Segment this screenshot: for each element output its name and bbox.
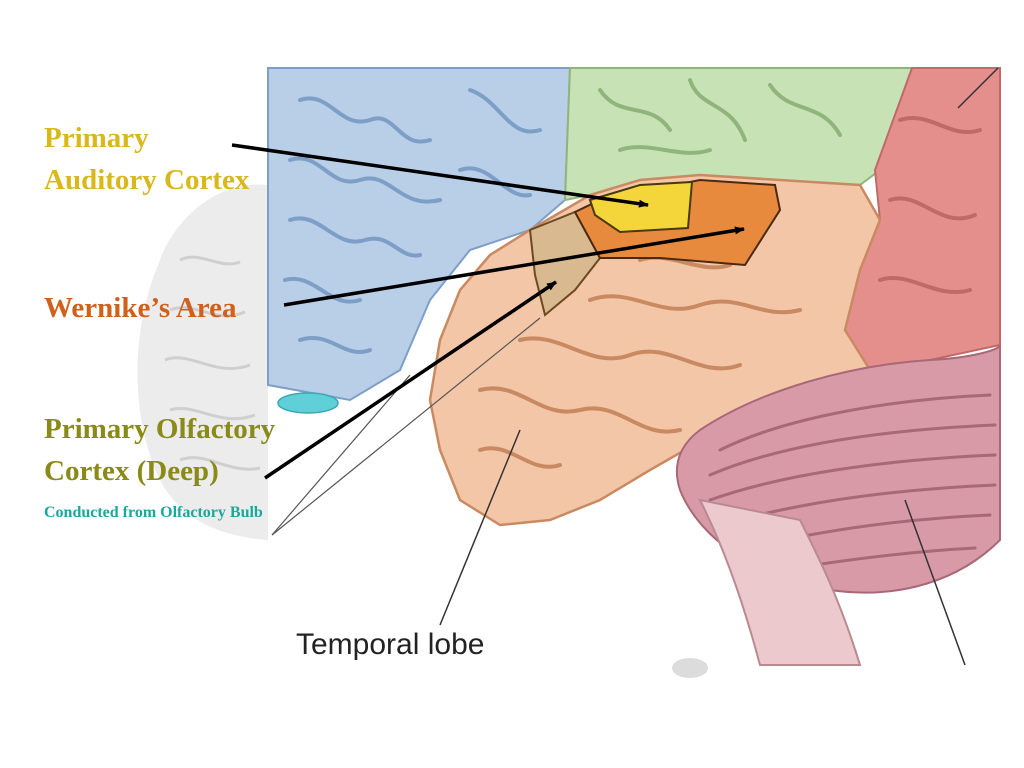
olfactory-cortex-arrow [264, 280, 557, 480]
wernickes-area-label: Wernike’s Area [44, 292, 237, 324]
olfactory-label-line-2: Cortex (Deep) [44, 455, 219, 487]
temporal-lobe-label: Temporal lobe [296, 628, 485, 661]
parietal-lobe-gyri [598, 78, 842, 155]
wernickes-area-arrow [283, 226, 745, 307]
thin-pointer-line-1 [271, 374, 411, 536]
primary-auditory-cortex-label: Primary Auditory Cortex [44, 117, 249, 201]
olfactory-bulb-caption: Conducted from Olfactory Bulb [44, 504, 263, 521]
cerebellum-pointer-line [904, 499, 966, 666]
occipital-pointer-line [957, 67, 999, 109]
temporal-lobe-pointer-line [439, 429, 521, 626]
auditory-cortex-arrow [231, 143, 649, 208]
olfactory-label-line-1: Primary Olfactory [44, 413, 276, 445]
temporal-lobe-gyri [478, 255, 802, 469]
frontal-lobe-gyri [283, 88, 542, 354]
auditory-label-line-2: Auditory Cortex [44, 164, 250, 196]
faded-background-brain [137, 184, 708, 678]
occipital-lobe-gyri [878, 116, 982, 294]
thin-pointer-line-2 [271, 317, 541, 536]
primary-olfactory-cortex-label: Primary Olfactory Cortex (Deep) [44, 408, 275, 492]
auditory-label-line-1: Primary [44, 122, 149, 154]
olfactory-bulb [277, 392, 339, 414]
brainstem [698, 498, 862, 666]
